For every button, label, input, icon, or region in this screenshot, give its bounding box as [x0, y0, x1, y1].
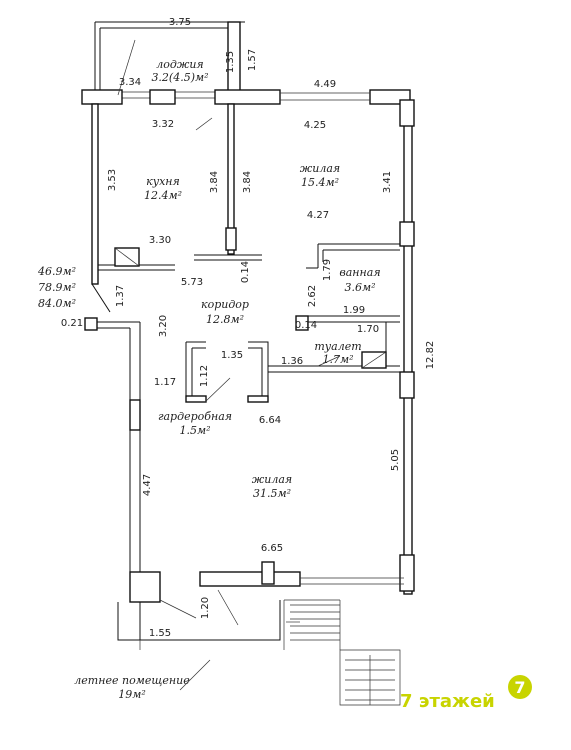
toilet-area: 1.7м² [322, 353, 353, 366]
dim-135b: 1.35 [221, 350, 243, 361]
toilet-name: туалет [314, 340, 361, 353]
dim-157: 1.57 [247, 49, 258, 71]
summer-name: летнее помещение [74, 674, 190, 687]
total-area: 78.9м² [38, 281, 76, 294]
living2-name: жилая [252, 473, 292, 486]
room-labels: лоджия 3.2(4.5)м² кухня 12.4м² жилая 15.… [37, 58, 381, 701]
dim-120: 1.20 [200, 597, 211, 619]
dim-320: 3.20 [158, 315, 169, 337]
dim-112: 1.12 [199, 365, 210, 387]
dim-117: 1.17 [154, 377, 176, 388]
bathroom-name: ванная [339, 266, 380, 279]
dim-341: 3.41 [382, 171, 393, 193]
living1-area: 15.4м² [301, 176, 339, 189]
dim-1282: 12.82 [425, 341, 436, 370]
dim-155: 1.55 [149, 628, 171, 639]
watermark: 7 этажей 7 [400, 675, 532, 712]
wardrobe-name: гардеробная [158, 410, 232, 423]
dim-449: 4.49 [314, 79, 336, 90]
dim-375: 3.75 [169, 17, 191, 28]
watermark-badge: 7 [514, 678, 525, 697]
dim-332: 3.32 [152, 119, 174, 130]
summer-area: 19м² [118, 688, 146, 701]
loggia-area: 3.2(4.5)м² [151, 71, 208, 84]
corridor-area: 12.8м² [206, 313, 244, 326]
kitchen-name: кухня [146, 175, 180, 188]
wardrobe-area: 1.5м² [179, 424, 210, 437]
dim-170: 1.70 [357, 324, 379, 335]
loggia-name: лоджия [156, 58, 203, 71]
dim-353: 3.53 [107, 169, 118, 191]
dim-384a: 3.84 [209, 171, 220, 193]
dim-505: 5.05 [390, 449, 401, 471]
dimensions: 3.75 3.34 1.35 1.57 4.49 3.32 4.25 3.53 … [61, 17, 436, 639]
watermark-badge-icon [508, 675, 532, 699]
dim-262: 2.62 [307, 285, 318, 307]
bathroom-area: 3.6м² [344, 281, 375, 294]
total-gross: 84.0м² [38, 297, 76, 310]
dim-573: 5.73 [181, 277, 203, 288]
dim-014a: 0.14 [240, 261, 251, 283]
stairs [283, 599, 401, 706]
corridor-name: коридор [201, 298, 249, 311]
dim-199: 1.99 [343, 305, 365, 316]
dim-425: 4.25 [304, 120, 326, 131]
living2-area: 31.5м² [253, 487, 291, 500]
dim-014b: 0.14 [295, 320, 317, 331]
total-living: 46.9м² [37, 265, 76, 278]
dim-136: 1.36 [281, 356, 303, 367]
walls [81, 21, 415, 706]
dim-135: 1.35 [225, 51, 236, 73]
watermark-text: 7 этажей [400, 691, 495, 712]
dim-664: 6.64 [259, 415, 281, 426]
dim-330: 3.30 [149, 235, 171, 246]
dim-665: 6.65 [261, 543, 283, 554]
kitchen-area: 12.4м² [144, 189, 182, 202]
dim-179: 1.79 [322, 259, 333, 281]
dim-447: 4.47 [142, 474, 153, 496]
dim-137: 1.37 [115, 285, 126, 307]
dim-334: 3.34 [119, 77, 141, 88]
dim-427: 4.27 [307, 210, 329, 221]
dim-021: 0.21 [61, 318, 83, 329]
living1-name: жилая [300, 162, 340, 175]
dim-384b: 3.84 [242, 171, 253, 193]
